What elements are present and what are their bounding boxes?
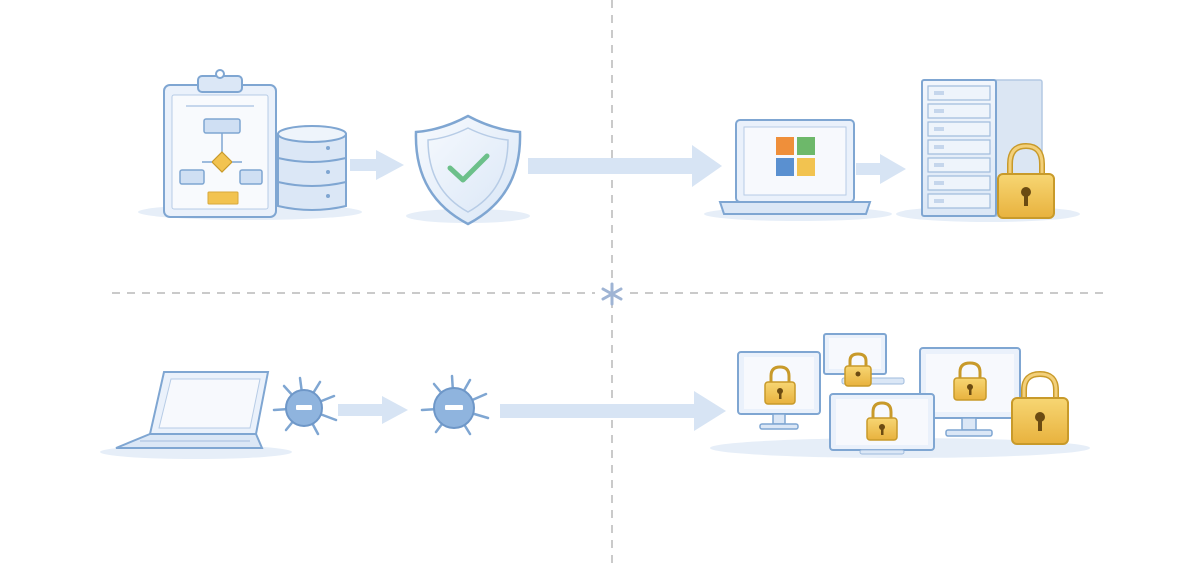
locked-monitors-group-icon xyxy=(710,333,1090,458)
padlock-icon xyxy=(997,142,1055,219)
arrow-right-icon xyxy=(500,391,726,431)
arrow-right-icon xyxy=(338,396,408,424)
asterisk-icon xyxy=(601,282,623,306)
virus-icon xyxy=(420,374,490,436)
monitor-icon xyxy=(919,347,1021,437)
clipboard-flowchart-icon xyxy=(138,69,362,220)
padlock-icon xyxy=(844,352,872,387)
arrow-right-icon xyxy=(856,154,906,184)
padlock-icon xyxy=(1011,370,1069,445)
shield-check-icon xyxy=(406,114,530,226)
laptop-icon xyxy=(100,371,292,459)
laptop-windows-icon xyxy=(704,119,892,221)
monitor-icon xyxy=(737,351,821,430)
padlock-icon xyxy=(866,401,898,441)
virus-icon xyxy=(272,376,338,436)
padlock-icon xyxy=(764,365,796,405)
database-icon xyxy=(277,125,347,211)
monitor-icon xyxy=(829,393,935,455)
monitor-icon xyxy=(823,333,905,387)
padlock-icon xyxy=(953,361,987,401)
arrow-right-icon xyxy=(528,145,722,187)
arrow-right-icon xyxy=(350,150,404,180)
